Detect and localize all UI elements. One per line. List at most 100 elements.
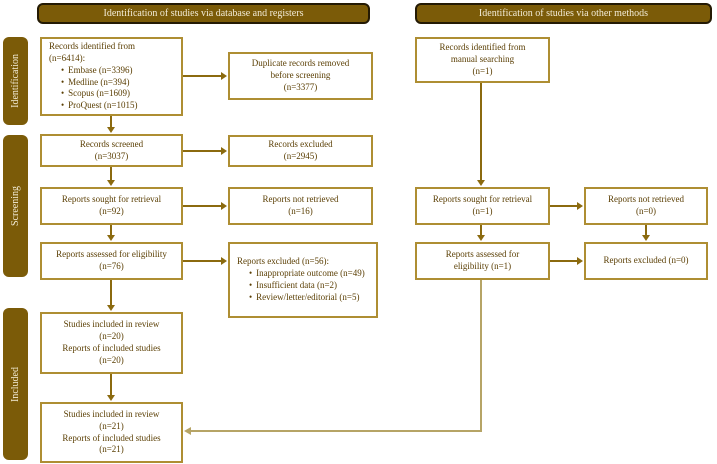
box-records-excluded: Records excluded (n=2945) <box>228 135 373 167</box>
list-item: • Embase (n=3396) <box>61 65 177 77</box>
arrow-down-icon <box>107 180 115 186</box>
box-excluded-other: Reports excluded (n=0) <box>584 242 708 280</box>
arrow-line <box>110 225 112 236</box>
list-item: • Scopus (n=1609) <box>61 88 177 100</box>
box-included20-line3: Reports of included studies <box>62 343 161 353</box>
box-reports-not-retrieved: Reports not retrieved (n=16) <box>228 187 373 225</box>
box-included20-line1: Studies included in review <box>63 319 160 330</box>
phase-identification-label: Identification <box>10 54 21 108</box>
arrow-line <box>550 260 578 262</box>
box-included21-line4: (n=21) <box>99 444 124 455</box>
box-not-retrieved-other: Reports not retrieved (n=0) <box>584 187 708 225</box>
header-database-registers: Identification of studies via database a… <box>37 3 370 24</box>
box-sought-line2: (n=92) <box>99 206 124 216</box>
box-records-identified: Records identified from (n=6414): • Emba… <box>40 37 183 116</box>
arrow-down-icon <box>107 127 115 133</box>
header-other-methods: Identification of studies via other meth… <box>415 3 712 24</box>
arrow-line <box>183 75 222 77</box>
box-duplicates-line2: before screening <box>270 70 331 81</box>
bullet-icon: • <box>61 100 65 111</box>
box-excluded-other-line1: Reports excluded (n=0) <box>603 255 689 266</box>
box-reports-sought-other: Reports sought for retrieval (n=1) <box>415 187 550 225</box>
box-assessed-other-line2: eligibility (n=1) <box>453 261 512 271</box>
box-manual-searching: Records identified from manual searching… <box>415 37 550 83</box>
box-records-excluded-line1: Records excluded <box>268 139 333 150</box>
phase-band-screening: Screening <box>3 135 28 277</box>
box-records-excluded-line2: (n=2945) <box>283 151 318 161</box>
box-sought-other-line2: (n=1) <box>472 206 493 216</box>
box-records-screened: Records screened (n=3037) <box>40 134 183 167</box>
box-screened-line1: Records screened <box>79 138 144 149</box>
box-reports-assessed: Reports assessed for eligibility (n=76) <box>40 242 183 280</box>
arrow-right-icon <box>221 147 227 155</box>
box-duplicates-line1: Duplicate records removed <box>251 58 350 69</box>
phase-band-included: Included <box>3 308 28 460</box>
arrow-down-icon <box>107 305 115 311</box>
bullet-icon: • <box>249 291 253 302</box>
box-not-retrieved-other-line2: (n=0) <box>635 206 657 216</box>
box-reports-sought: Reports sought for retrieval (n=92) <box>40 187 183 225</box>
box-assessed-other: Reports assessed for eligibility (n=1) <box>415 242 550 280</box>
source-proquest: ProQuest (n=1015) <box>68 100 138 111</box>
arrow-line <box>110 116 112 128</box>
arrow-line <box>480 83 482 181</box>
arrow-line <box>110 167 112 181</box>
box-duplicates-removed: Duplicate records removed before screeni… <box>228 52 373 100</box>
connector-line-horizontal <box>190 430 482 432</box>
box-manual-line2: manual searching <box>450 54 515 65</box>
source-scopus: Scopus (n=1609) <box>68 88 130 99</box>
reason-inappropriate-outcome: Inappropriate outcome (n=49) <box>256 268 365 279</box>
reason-review-letter: Review/letter/editorial (n=5) <box>256 291 360 302</box>
box-included21-line3: Reports of included studies <box>62 432 161 443</box>
list-item: • ProQuest (n=1015) <box>61 100 177 112</box>
arrow-right-icon <box>221 72 227 80</box>
box-not-retrieved-line1: Reports not retrieved <box>262 194 339 205</box>
arrow-down-icon <box>642 235 650 241</box>
arrow-right-icon <box>577 202 583 210</box>
box-reports-excluded-reasons: Reports excluded (n=56): • Inappropriate… <box>228 242 378 318</box>
arrow-down-icon <box>107 235 115 241</box>
box-not-retrieved-other-line1: Reports not retrieved <box>608 194 684 205</box>
source-embase: Embase (n=3396) <box>68 64 133 75</box>
bullet-icon: • <box>61 88 65 99</box>
box-excluded-reasons-title: Reports excluded (n=56): <box>237 256 330 267</box>
box-manual-line1: Records identified from <box>439 42 526 53</box>
list-item: • Insufficient data (n=2) <box>249 280 372 292</box>
box-included21-line1: Studies included in review <box>63 408 160 419</box>
box-assessed-other-line1: Reports assessed for <box>445 249 520 260</box>
box-sought-line1: Reports sought for retrieval <box>61 194 162 205</box>
bullet-icon: • <box>61 76 65 87</box>
box-duplicates-line3: (n=3377) <box>283 81 318 92</box>
arrow-line <box>645 225 647 236</box>
arrow-down-icon <box>477 180 485 186</box>
arrow-line <box>110 374 112 396</box>
bullet-icon: • <box>61 64 65 75</box>
arrow-line <box>183 205 222 207</box>
arrow-right-icon <box>221 202 227 210</box>
arrow-down-icon <box>477 235 485 241</box>
list-item: • Inappropriate outcome (n=49) <box>249 268 372 280</box>
list-item: • Medline (n=394) <box>61 77 177 89</box>
arrow-right-icon <box>221 257 227 265</box>
reason-insufficient-data: Insufficient data (n=2) <box>256 280 338 290</box>
box-sought-other-line1: Reports sought for retrieval <box>432 194 533 205</box>
arrow-right-icon <box>577 257 583 265</box>
connector-line-vertical <box>480 280 482 432</box>
phase-screening-label: Screening <box>10 186 21 226</box>
arrow-left-icon <box>184 427 191 435</box>
arrow-line <box>110 280 112 306</box>
bullet-icon: • <box>249 268 253 279</box>
arrow-line <box>183 260 222 262</box>
box-manual-line3: (n=1) <box>472 65 493 76</box>
box-assessed-line1: Reports assessed for eligibility <box>56 249 167 260</box>
arrow-line <box>183 150 222 152</box>
box-not-retrieved-line2: (n=16) <box>288 206 313 216</box>
list-item: • Review/letter/editorial (n=5) <box>249 292 372 304</box>
box-included20-line2: (n=20) <box>99 331 124 342</box>
arrow-line <box>550 205 578 207</box>
source-medline: Medline (n=394) <box>68 76 130 87</box>
box-assessed-line2: (n=76) <box>99 261 124 271</box>
phase-band-identification: Identification <box>3 37 28 125</box>
bullet-icon: • <box>249 280 253 290</box>
